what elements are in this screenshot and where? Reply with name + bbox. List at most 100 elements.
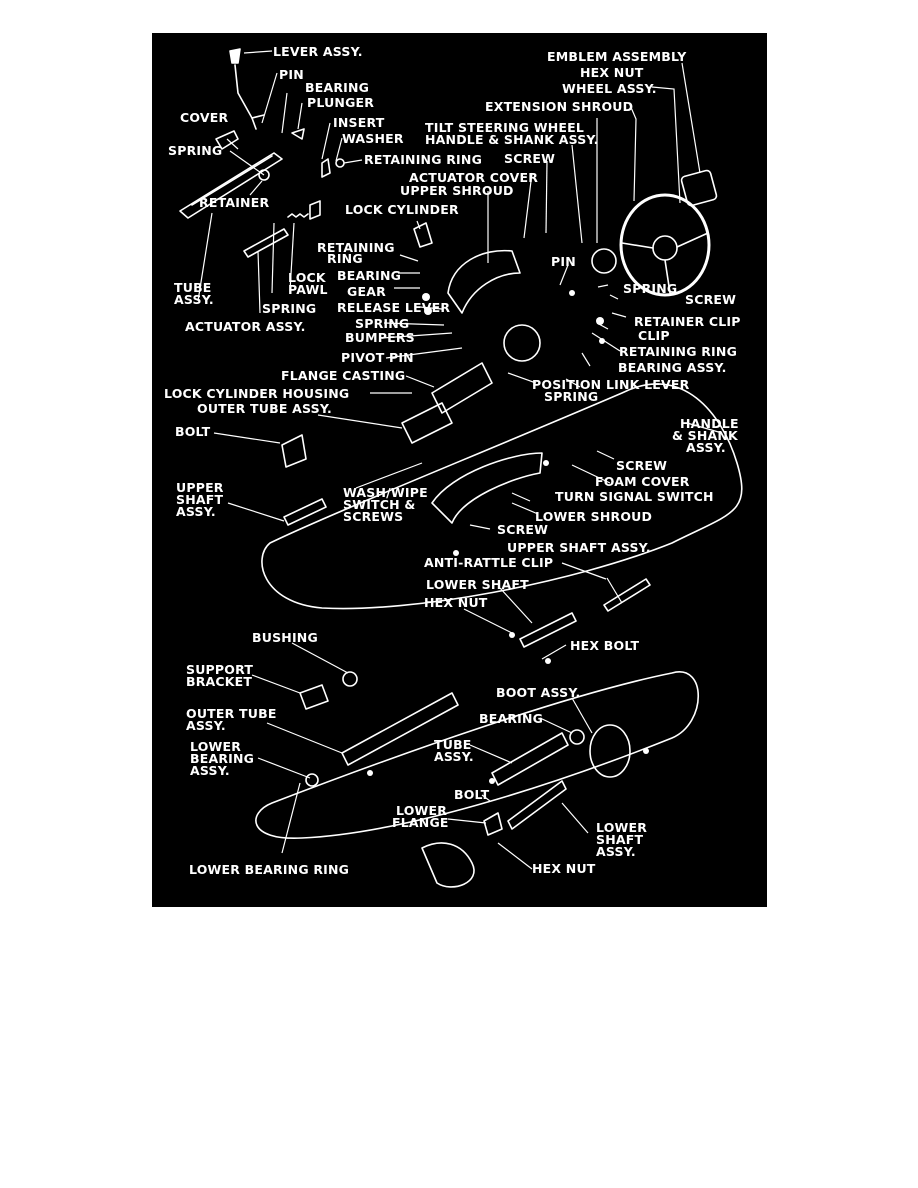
- label-hex-nut-top: HEX NUT: [580, 65, 644, 80]
- label-tube-assy-1: TUBE: [174, 280, 212, 295]
- lower-shaft-part: [519, 612, 577, 648]
- label-tube-assy-low-2: ASSY.: [434, 749, 474, 764]
- boot-assy-part: [589, 724, 631, 778]
- label-pin-top: PIN: [279, 67, 304, 82]
- hardware-dots: [367, 290, 649, 784]
- label-outer-tube-low-2: ASSY.: [186, 718, 226, 733]
- label-handle-shank-3: ASSY.: [686, 440, 726, 455]
- lower-shaft-assy-part: [507, 780, 567, 830]
- label-hex-nut-mid: HEX NUT: [424, 595, 488, 610]
- label-screw-right: SCREW: [685, 292, 737, 307]
- retainer-part: [258, 169, 270, 181]
- label-outer-tube-low-1: OUTER TUBE: [186, 706, 277, 721]
- support-bracket-part: [299, 684, 329, 710]
- label-gear: GEAR: [347, 284, 386, 299]
- label-tilt-handle-1: TILT STEERING WHEEL: [425, 120, 585, 135]
- label-tube-assy-2: ASSY.: [174, 292, 214, 307]
- label-handle-shank-2: & SHANK: [672, 428, 738, 443]
- label-outer-tube-assy-top: OUTER TUBE ASSY.: [197, 401, 332, 416]
- label-wash-wipe-3: SCREWS: [343, 509, 404, 524]
- label-lower-flange-2: FLANGE: [392, 815, 449, 830]
- extension-shroud-part: [591, 248, 617, 274]
- lock-cylinder-part: [413, 222, 433, 248]
- label-spring-left: SPRING: [168, 143, 223, 158]
- label-spring-right: SPRING: [623, 281, 678, 296]
- label-turn-signal-switch: TURN SIGNAL SWITCH: [555, 489, 714, 504]
- label-lower-shaft-assy-2: SHAFT: [596, 832, 644, 847]
- label-flange-casting: FLANGE CASTING: [281, 368, 406, 383]
- label-screw-mid-right: SCREW: [616, 458, 668, 473]
- tube-assy-low-part: [491, 732, 569, 786]
- label-retaining-ring-top: RETAINING RING: [364, 152, 483, 167]
- label-wash-wipe-2: SWITCH &: [343, 497, 416, 512]
- plunger-part: [291, 128, 305, 140]
- label-bearing-top: BEARING: [305, 80, 370, 95]
- upper-shaft-assy-part: [603, 578, 651, 612]
- label-retaining-ring-right: RETAINING RING: [619, 344, 738, 359]
- label-actuator-assy: ACTUATOR ASSY.: [185, 319, 306, 334]
- label-lock-cylinder: LOCK CYLINDER: [345, 202, 459, 217]
- label-retaining-ring-mid-2: RING: [327, 251, 363, 266]
- lower-shroud-part: [431, 452, 543, 524]
- label-bushing: BUSHING: [252, 630, 318, 645]
- label-screw-top: SCREW: [504, 151, 556, 166]
- lower-flange-part: [483, 812, 503, 836]
- label-extension-shroud: EXTENSION SHROUD: [485, 99, 634, 114]
- label-lower-flange-1: LOWER: [396, 803, 448, 818]
- spring-part: [287, 213, 309, 218]
- label-wash-wipe-1: WASH/WIPE: [343, 485, 428, 500]
- label-tilt-handle-2: HANDLE & SHANK ASSY.: [425, 132, 599, 147]
- actuator-part: [243, 228, 289, 258]
- lower-group-outline: [255, 671, 700, 839]
- coupling-part: [421, 842, 475, 888]
- label-handle-shank-1: HANDLE: [680, 416, 739, 431]
- washer-part: [321, 158, 331, 178]
- label-spring-mid: SPRING: [355, 316, 410, 331]
- label-lock-pawl-1: LOCK: [288, 270, 326, 285]
- label-bolt-low: BOLT: [454, 787, 490, 802]
- label-screw-bottom: SCREW: [497, 522, 549, 537]
- label-position-spring-1: POSITION: [532, 377, 602, 392]
- leader-lines: [197, 50, 723, 870]
- label-upper-shaft-assy: UPPER SHAFT ASSY.: [507, 540, 651, 555]
- label-tube-assy-low-1: TUBE: [434, 737, 472, 752]
- label-upper-shroud: UPPER SHROUD: [400, 183, 514, 198]
- label-plunger: PLUNGER: [307, 95, 375, 110]
- turn-signal-part: [503, 324, 541, 362]
- diagram-panel: LEVER ASSY. PIN BEARING PLUNGER COVER IN…: [152, 33, 767, 907]
- label-cover: COVER: [180, 110, 229, 125]
- label-lower-bearing-assy-2: BEARING: [190, 751, 255, 766]
- label-retaining-ring-mid-1: RETAINING: [317, 240, 395, 255]
- label-actuator-cover: ACTUATOR COVER: [409, 170, 539, 185]
- outer-tube-part: [341, 692, 459, 766]
- label-bolt-left: BOLT: [175, 424, 211, 439]
- label-upper-shaft-left-1: UPPER: [176, 480, 224, 495]
- emblem-part: [680, 169, 718, 207]
- label-pivot-pin: PIVOT PIN: [341, 350, 414, 365]
- upper-group-outline: [261, 383, 743, 610]
- label-release-lever: RELEASE LEVER: [337, 300, 451, 315]
- label-lock-cylinder-housing: LOCK CYLINDER HOUSING: [164, 386, 350, 401]
- label-hex-nut-low: HEX NUT: [532, 861, 596, 876]
- label-spring-lower-left: SPRING: [262, 301, 317, 316]
- label-bearing-assy: BEARING ASSY.: [618, 360, 727, 375]
- label-lower-bearing-ring: LOWER BEARING RING: [189, 862, 350, 877]
- steering-wheel-part: [619, 193, 711, 297]
- upper-shroud-part: [447, 249, 521, 314]
- label-lower-shaft-assy-3: ASSY.: [596, 844, 636, 859]
- retaining-ring-part: [335, 158, 345, 168]
- label-anti-rattle-clip: ANTI-RATTLE CLIP: [424, 555, 554, 570]
- label-lower-shaft: LOWER SHAFT: [426, 577, 529, 592]
- label-foam-cover: FOAM COVER: [595, 474, 690, 489]
- label-position-spring-2: SPRING: [544, 389, 599, 404]
- label-hex-bolt: HEX BOLT: [570, 638, 640, 653]
- lever-assy: [229, 48, 265, 130]
- label-support-bracket-2: BRACKET: [186, 674, 253, 689]
- label-bearing-mid: BEARING: [337, 268, 402, 283]
- upper-shaft-part: [283, 498, 327, 526]
- lock-pawl-part: [309, 200, 321, 220]
- label-retainer-clip: RETAINER CLIP: [634, 314, 741, 329]
- label-support-bracket-1: SUPPORT: [186, 662, 254, 677]
- label-lever-assy: LEVER ASSY.: [273, 44, 363, 59]
- flange-casting-part: [431, 362, 493, 414]
